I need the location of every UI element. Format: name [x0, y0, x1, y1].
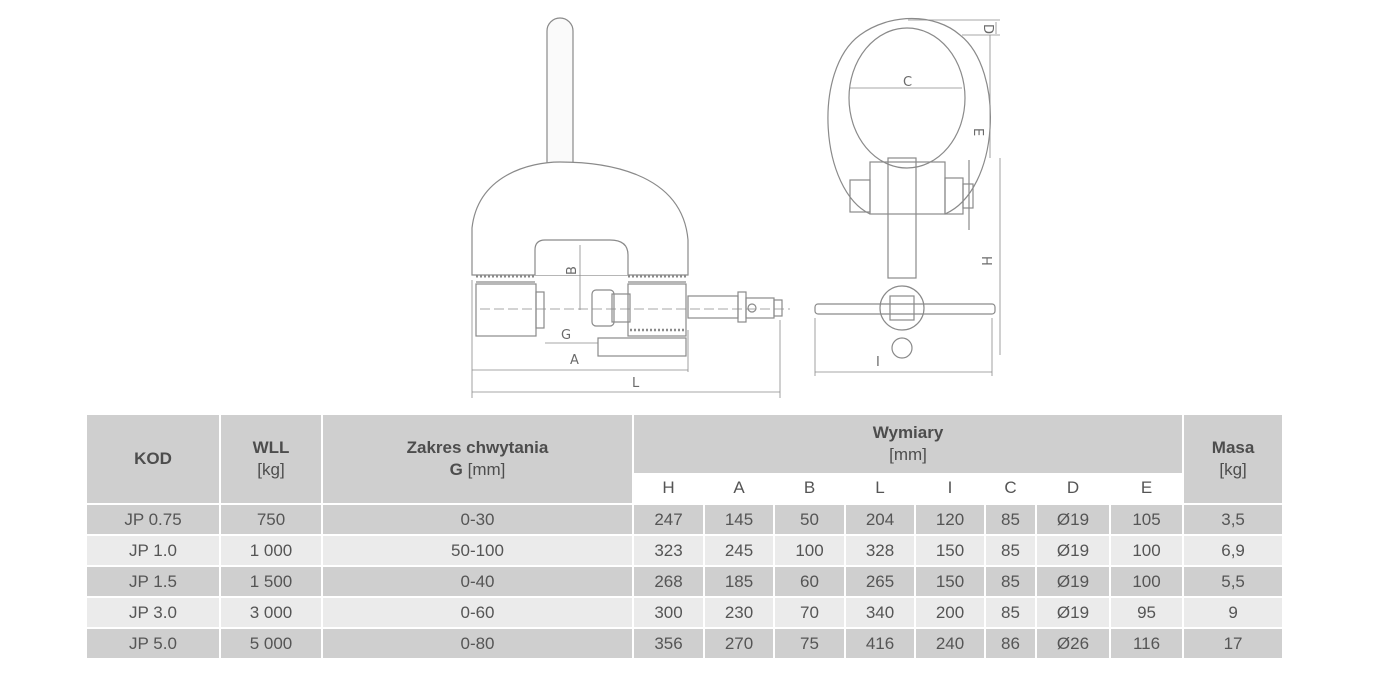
table-cell: 323 — [632, 534, 705, 566]
table-cell: 9 — [1182, 596, 1285, 628]
table-row: JP 5.0 5 000 0-80 356 270 75 416 240 86 … — [85, 627, 1285, 658]
table-cell: Ø26 — [1035, 627, 1111, 658]
table-cell: Ø19 — [1035, 565, 1111, 597]
dim-label-e: E — [970, 128, 985, 136]
table-cell: 100 — [1108, 534, 1185, 566]
table-cell: 3 000 — [219, 596, 323, 628]
table-cell: 50 — [773, 503, 846, 535]
header-dim: L — [844, 473, 916, 505]
table-cell: Ø19 — [1035, 503, 1111, 535]
clamp-technical-drawing: B G A L C D E H I — [471, 17, 1001, 398]
header-zakres: Zakres chwytania G [mm] — [321, 415, 634, 504]
table-cell: 750 — [219, 503, 323, 535]
table-cell: 247 — [632, 503, 705, 535]
table-cell: 265 — [844, 565, 916, 597]
header-dim: H — [632, 473, 705, 505]
side-view-drawing — [471, 17, 790, 357]
table-cell: 85 — [984, 596, 1037, 628]
table-cell: 100 — [1108, 565, 1185, 597]
table-cell: 100 — [773, 534, 846, 566]
table-cell: JP 1.0 — [85, 534, 221, 566]
table-cell: 70 — [773, 596, 846, 628]
table-cell: 0-40 — [321, 565, 634, 597]
header-wymiary: Wymiary [mm] — [631, 415, 1185, 473]
front-view-drawing — [814, 18, 996, 359]
table-cell: 185 — [703, 565, 775, 597]
table-cell: JP 3.0 — [85, 596, 221, 628]
table-cell: 245 — [703, 534, 775, 566]
table-row: JP 0.75 750 0-30 247 145 50 204 120 85 Ø… — [85, 503, 1285, 535]
header-dim: C — [984, 473, 1037, 505]
table-cell: 145 — [703, 503, 775, 535]
table-cell: 116 — [1108, 627, 1185, 658]
table-cell: 356 — [632, 627, 705, 658]
table-cell: 85 — [984, 565, 1037, 597]
table-cell: 75 — [773, 627, 846, 658]
table-cell: 17 — [1182, 627, 1285, 658]
table-cell: 85 — [984, 534, 1037, 566]
table-cell: 0-60 — [321, 596, 634, 628]
dim-label-d: D — [980, 24, 995, 34]
header-dim: I — [914, 473, 986, 505]
header-dim: B — [773, 473, 846, 505]
specification-table: KOD WLL [kg] Zakres chwytania G [mm] Wym… — [85, 415, 1285, 658]
table-cell: Ø19 — [1035, 596, 1111, 628]
table-cell: 86 — [984, 627, 1037, 658]
table-cell: 300 — [632, 596, 705, 628]
table-cell: 0-30 — [321, 503, 634, 535]
dim-label-h: H — [978, 256, 993, 266]
table-cell: 85 — [984, 503, 1037, 535]
table-cell: 416 — [844, 627, 916, 658]
table-cell: 230 — [703, 596, 775, 628]
table-cell: 1 000 — [219, 534, 323, 566]
table-cell: Ø19 — [1035, 534, 1111, 566]
table-cell: JP 5.0 — [85, 627, 221, 658]
table-cell: JP 0.75 — [85, 503, 221, 535]
table-cell: 150 — [914, 534, 986, 566]
table-row: JP 1.0 1 000 50-100 323 245 100 328 150 … — [85, 534, 1285, 566]
header-dim: A — [703, 473, 775, 505]
table-cell: 5,5 — [1182, 565, 1285, 597]
table-cell: 105 — [1108, 503, 1185, 535]
dim-label-l: L — [632, 376, 640, 391]
table-cell: 340 — [844, 596, 916, 628]
dim-label-i: I — [876, 355, 880, 370]
table-cell: 268 — [632, 565, 705, 597]
table-cell: 6,9 — [1182, 534, 1285, 566]
table-cell: 328 — [844, 534, 916, 566]
dim-label-c: C — [903, 75, 912, 90]
table-cell: 50-100 — [321, 534, 634, 566]
table-cell: 270 — [703, 627, 775, 658]
side-view-dimensions — [471, 245, 781, 398]
table-cell: 60 — [773, 565, 846, 597]
dim-label-a: A — [570, 353, 579, 368]
table-row: JP 3.0 3 000 0-60 300 230 70 340 200 85 … — [85, 596, 1285, 628]
table-cell: 3,5 — [1182, 503, 1285, 535]
table-cell: 5 000 — [219, 627, 323, 658]
dim-label-g: G — [561, 328, 571, 343]
front-view-dimensions — [814, 19, 1001, 376]
table-row: JP 1.5 1 500 0-40 268 185 60 265 150 85 … — [85, 565, 1285, 597]
table-cell: 1 500 — [219, 565, 323, 597]
table-cell: 200 — [914, 596, 986, 628]
header-dim: E — [1108, 473, 1185, 505]
table-cell: 0-80 — [321, 627, 634, 658]
table-cell: 150 — [914, 565, 986, 597]
header-kod: KOD — [85, 415, 221, 504]
table-cell: 95 — [1108, 596, 1185, 628]
header-dim: D — [1035, 473, 1111, 505]
header-masa: Masa [kg] — [1182, 415, 1285, 504]
table-cell: 240 — [914, 627, 986, 658]
table-cell: 204 — [844, 503, 916, 535]
table-cell: JP 1.5 — [85, 565, 221, 597]
dim-label-b: B — [565, 266, 580, 275]
header-wll: WLL [kg] — [219, 415, 323, 504]
table-cell: 120 — [914, 503, 986, 535]
